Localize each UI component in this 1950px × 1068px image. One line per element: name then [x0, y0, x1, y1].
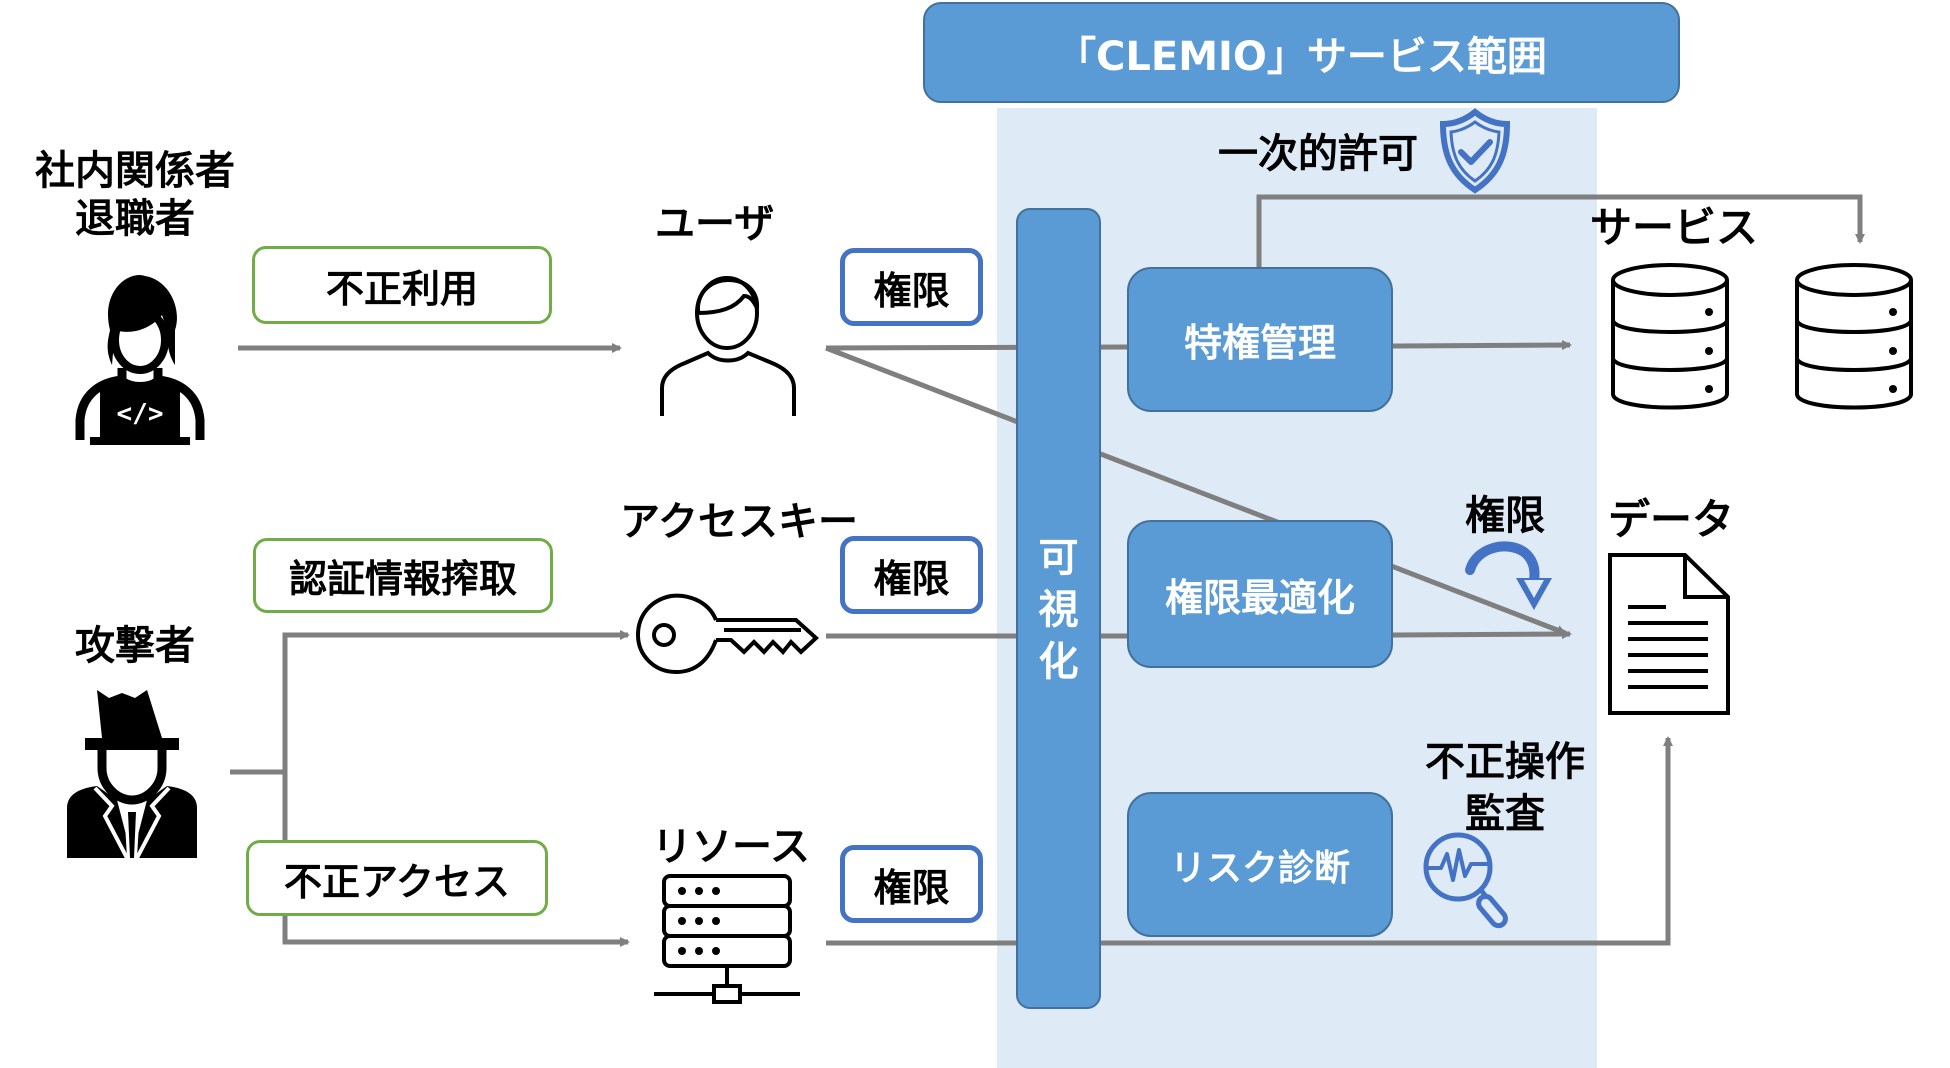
visualization-char: 視: [1038, 587, 1079, 633]
permission-box-resource: 権限: [840, 845, 983, 923]
database-icon: [1795, 263, 1913, 410]
attacker-label: 攻撃者: [75, 623, 195, 669]
visualization-char: 可: [1038, 535, 1079, 581]
permission-note-label: 権限: [1465, 493, 1545, 539]
visualization-char: 化: [1038, 639, 1079, 685]
audit-label: 不正操作 監査: [1410, 736, 1600, 840]
risk-assessment-box: リスク診断: [1127, 792, 1393, 937]
insider-label: 社内関係者 退職者: [20, 147, 250, 243]
document-icon: [1608, 553, 1730, 715]
audit-label-line2: 監査: [1465, 791, 1545, 837]
permission-box-user: 権限: [840, 248, 983, 326]
access-key-label: アクセスキー: [620, 499, 858, 545]
shield-check-icon: [1439, 108, 1511, 194]
threat-misuse-box: 不正利用: [252, 246, 552, 324]
insider-label-line2: 退職者: [75, 196, 195, 242]
insider-label-line1: 社内関係者: [35, 148, 235, 194]
key-icon: [635, 593, 819, 675]
audit-label-line1: 不正操作: [1425, 739, 1585, 785]
line-user-to-data: [825, 345, 1567, 636]
arrow-resource-to-data: [826, 736, 1673, 946]
permission-optimization-box: 権限最適化: [1127, 520, 1393, 668]
server-network-icon: [654, 874, 800, 1004]
service-scope-header: 「CLEMIO」サービス範囲: [923, 2, 1680, 103]
arrow-optimization-to-data: [1392, 629, 1572, 640]
visualization-bar: 可 視 化: [1016, 208, 1101, 1009]
privilege-management-box: 特権管理: [1127, 267, 1393, 412]
svg-text:</>: </>: [117, 399, 164, 429]
spy-hat-icon: [67, 690, 197, 859]
curved-arrow-down-icon: [1465, 541, 1552, 610]
data-label: データ: [1608, 495, 1735, 544]
arrow-privilege-to-services: [1392, 340, 1572, 351]
permission-box-access-key: 権限: [840, 536, 983, 614]
services-label: サービス: [1590, 203, 1759, 252]
temporary-permission-label: 一次的許可: [1218, 131, 1418, 177]
user-label: ユーザ: [655, 201, 775, 247]
developer-laptop-icon: </>: [75, 274, 205, 445]
database-icon: [1611, 263, 1729, 410]
magnifier-pulse-icon: [1423, 832, 1508, 929]
resource-label: リソース: [652, 824, 810, 870]
threat-credential-theft-box: 認証情報搾取: [253, 538, 553, 613]
threat-unauthorized-access-box: 不正アクセス: [246, 840, 548, 916]
arrow-temporary-permission: [1256, 194, 1865, 267]
user-icon: [660, 276, 796, 416]
